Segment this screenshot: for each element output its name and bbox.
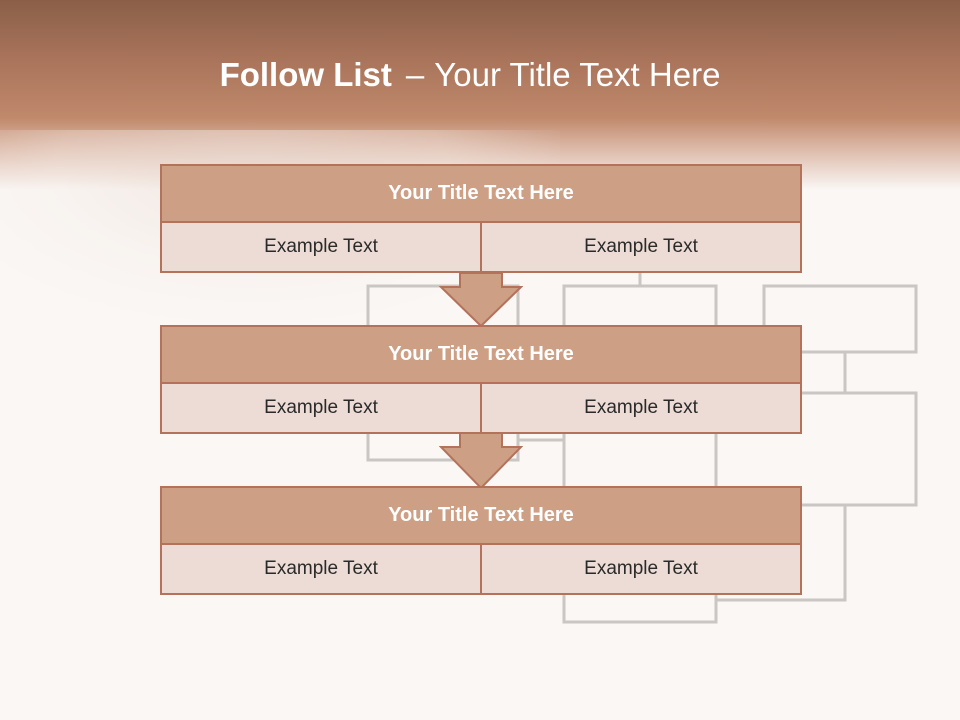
step-title-1: Your Title Text Here xyxy=(162,166,800,223)
step-block-1: Your Title Text Here Example Text Exampl… xyxy=(160,164,802,273)
slide-title: Follow List–Your Title Text Here xyxy=(0,52,940,98)
step-title-3: Your Title Text Here xyxy=(162,488,800,545)
step-2-right-text: Example Text xyxy=(480,384,800,432)
step-title-2: Your Title Text Here xyxy=(162,327,800,384)
step-1-left-text: Example Text xyxy=(264,236,378,257)
step-3-right-text: Example Text xyxy=(480,545,800,593)
step-row-2: Example Text Example Text xyxy=(162,384,800,432)
title-rest: Your Title Text Here xyxy=(434,56,721,93)
step-block-2: Your Title Text Here Example Text Exampl… xyxy=(160,325,802,434)
title-dash: – xyxy=(405,56,425,93)
step-2-left-text: Example Text xyxy=(264,397,378,418)
title-strong: Follow List xyxy=(219,56,392,93)
step-3-left-text: Example Text xyxy=(264,558,378,579)
step-row-3: Example Text Example Text xyxy=(162,545,800,593)
step-block-3: Your Title Text Here Example Text Exampl… xyxy=(160,486,802,595)
down-arrow-icon xyxy=(439,272,523,328)
step-1-right-text: Example Text xyxy=(480,223,800,271)
down-arrow-icon xyxy=(439,432,523,490)
step-row-1: Example Text Example Text xyxy=(162,223,800,271)
